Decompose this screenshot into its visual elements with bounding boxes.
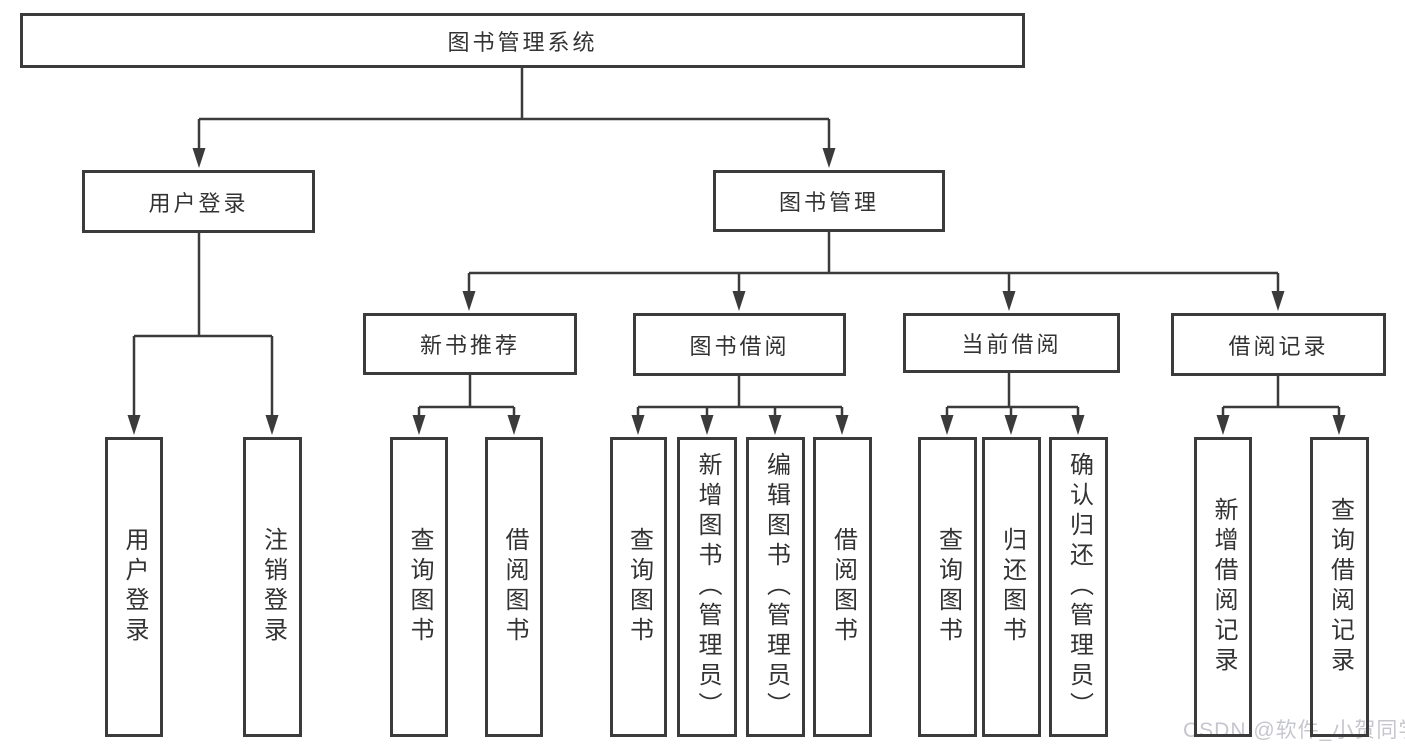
leaf-borrow-borrow-books-label: 借阅图书 (829, 527, 857, 647)
leaf-user-login-label: 用户登录 (121, 527, 148, 647)
leaf-recommend-query-books-label: 查询图书 (406, 527, 433, 647)
leaf-recommend-borrow-books: 借阅图书 (485, 437, 543, 737)
arrowhead (732, 291, 746, 311)
leaf-recommend-borrow-books-label: 借阅图书 (501, 527, 528, 647)
arrowhead (1332, 415, 1346, 435)
arrowhead (631, 415, 645, 435)
leaf-records-add-record: 新增借阅记录 (1194, 437, 1252, 737)
leaf-records-query-record: 查询借阅记录 (1310, 437, 1369, 737)
arrowhead (1004, 415, 1018, 435)
leaf-current-return-books-label: 归还图书 (998, 527, 1026, 647)
arrowhead (1071, 415, 1085, 435)
arrowhead (1216, 415, 1230, 435)
arrowhead-group (127, 148, 1346, 435)
node-book-management-label: 图书管理 (778, 190, 879, 215)
leaf-logout: 注销登录 (243, 437, 302, 737)
node-new-book-recommend: 新书推荐 (363, 313, 577, 375)
connector-shafts (132, 68, 1341, 419)
node-root-library-system: 图书管理系统 (20, 13, 1025, 68)
node-borrow-records-label: 借阅记录 (1228, 333, 1329, 359)
leaf-records-add-record-label: 新增借阅记录 (1210, 497, 1237, 677)
leaf-current-query-books: 查询图书 (918, 437, 977, 737)
arrowhead (412, 415, 426, 435)
leaf-current-confirm-return-label: 确认归还（管理员） (1065, 452, 1093, 722)
arrowhead (462, 291, 476, 311)
leaf-logout-label: 注销登录 (259, 527, 287, 647)
arrowhead (1002, 291, 1016, 311)
node-current-borrow-label: 当前借阅 (961, 332, 1062, 357)
leaf-current-query-books-label: 查询图书 (934, 527, 962, 647)
node-book-borrow-label: 图书借阅 (689, 333, 790, 359)
leaf-recommend-query-books: 查询图书 (390, 437, 448, 737)
node-book-borrow: 图书借阅 (633, 313, 846, 376)
leaf-user-login: 用户登录 (105, 437, 163, 737)
arrowhead (700, 415, 714, 435)
arrowhead (1271, 291, 1285, 311)
arrowhead (265, 415, 279, 435)
leaf-borrow-query-books-label: 查询图书 (625, 527, 653, 647)
leaf-records-query-record-label: 查询借阅记录 (1326, 497, 1354, 677)
node-new-book-recommend-label: 新书推荐 (419, 333, 520, 358)
leaf-current-return-books: 归还图书 (982, 437, 1041, 737)
node-current-borrow: 当前借阅 (903, 313, 1120, 373)
node-book-management: 图书管理 (713, 170, 945, 232)
arrowhead (835, 415, 849, 435)
leaf-current-confirm-return: 确认归还（管理员） (1049, 437, 1108, 737)
leaf-borrow-borrow-books: 借阅图书 (813, 437, 872, 737)
arrowhead (127, 415, 141, 435)
arrowhead (507, 415, 521, 435)
leaf-borrow-add-books-label: 新增图书（管理员） (694, 452, 721, 722)
arrowhead (822, 148, 836, 168)
node-user-login-label: 用户登录 (148, 190, 249, 216)
node-borrow-records: 借阅记录 (1171, 313, 1386, 376)
leaf-borrow-query-books: 查询图书 (610, 437, 667, 737)
arrowhead (940, 415, 954, 435)
leaf-borrow-edit-books: 编辑图书（管理员） (746, 437, 805, 737)
node-user-login: 用户登录 (82, 170, 315, 233)
leaf-borrow-edit-books-label: 编辑图书（管理员） (762, 452, 790, 722)
leaf-borrow-add-books: 新增图书（管理员） (677, 437, 737, 737)
arrowhead (768, 415, 782, 435)
arrowhead (192, 148, 206, 168)
node-root-label: 图书管理系统 (447, 29, 598, 55)
